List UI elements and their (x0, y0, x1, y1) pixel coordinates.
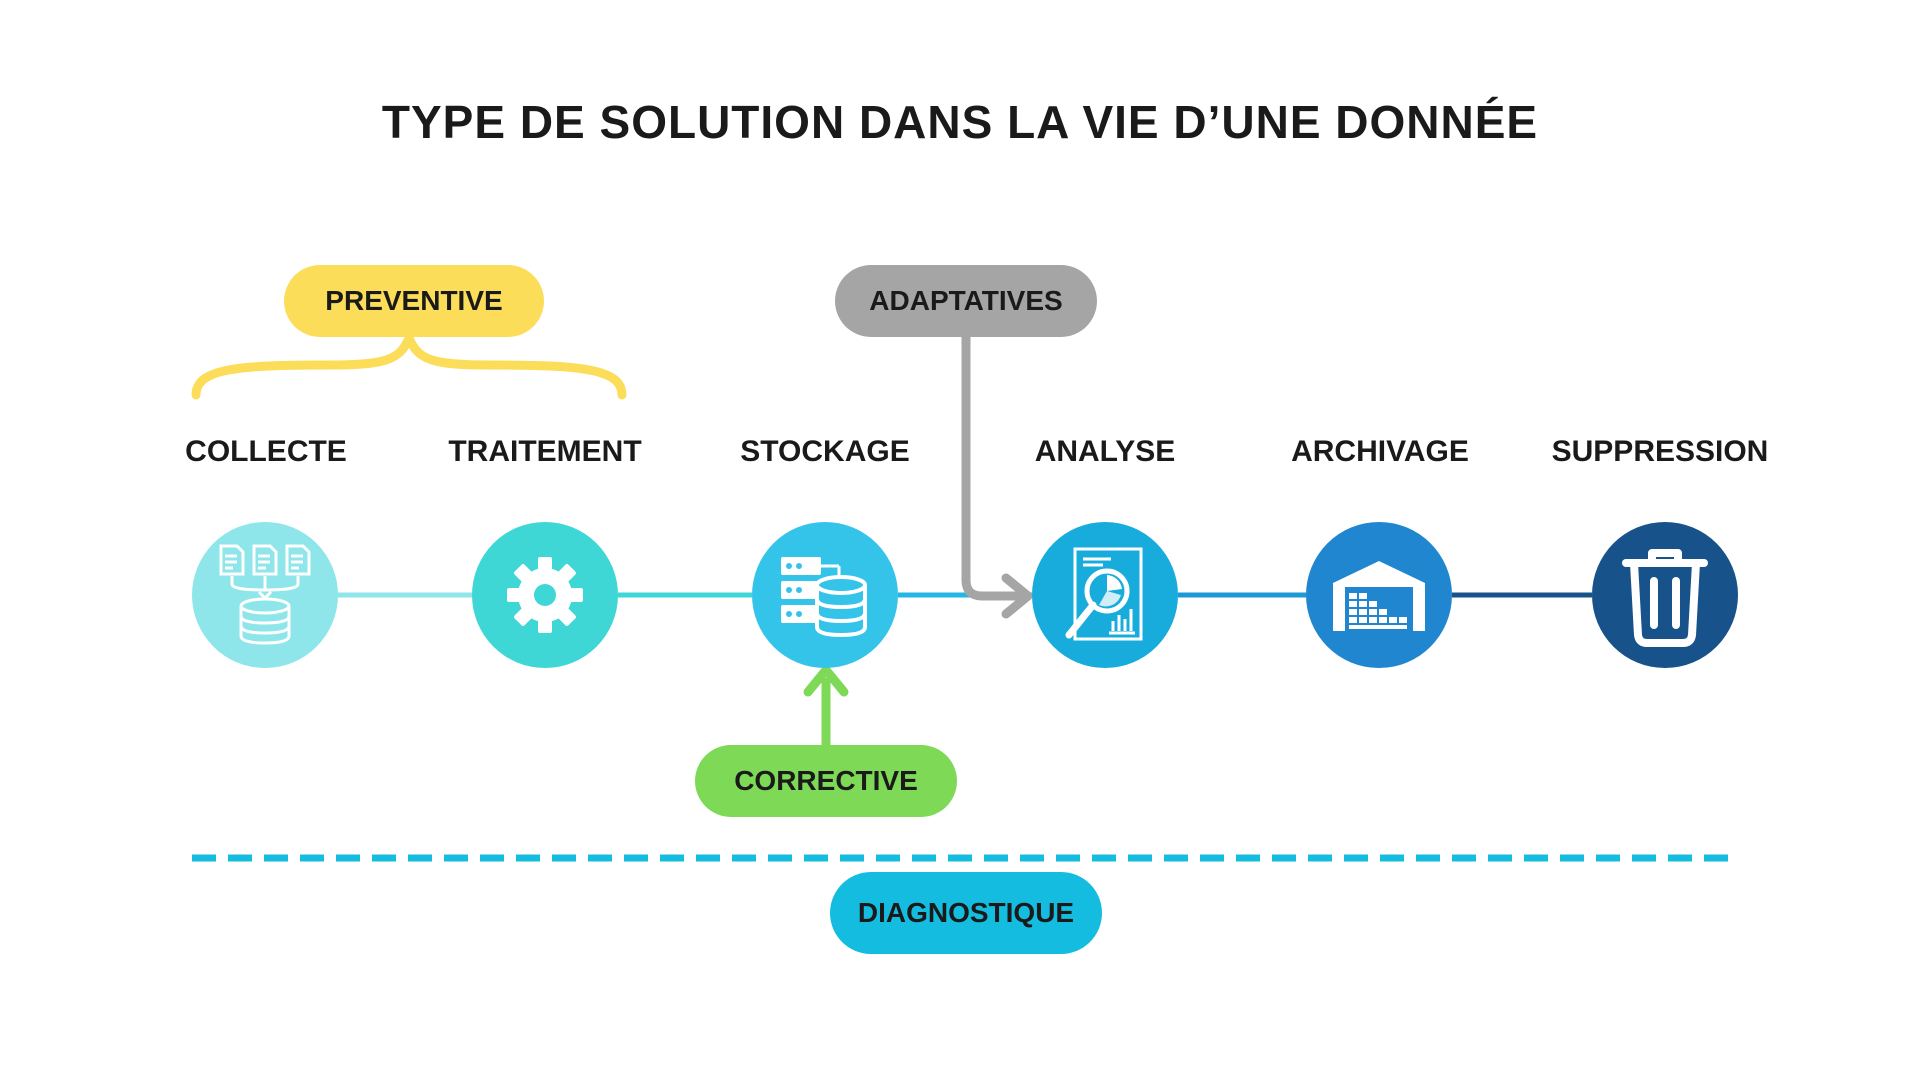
stage-label-analyse: ANALYSE (1034, 435, 1176, 468)
diagnostique-badge: DIAGNOSTIQUE (830, 872, 1102, 954)
documents-to-database-icon (219, 544, 311, 645)
preventive-brace (191, 326, 627, 400)
stage-label-stockage: STOCKAGE (740, 435, 910, 468)
report-magnifier-icon (1065, 547, 1143, 641)
adaptatives-arrow-head (1001, 573, 1033, 619)
corrective-arrow-head (803, 665, 849, 697)
stage-label-collecte: COLLECTE (185, 435, 347, 468)
stage-circle-archivage (1306, 522, 1452, 668)
page-title: TYPE DE SOLUTION DANS LA VIE D’UNE DONNÉ… (381, 96, 1539, 148)
corrective-badge: CORRECTIVE (695, 745, 957, 817)
stage-circle-collecte (192, 522, 338, 668)
gear-icon (507, 557, 583, 633)
server-database-icon (781, 557, 867, 638)
warehouse-icon (1333, 561, 1425, 631)
stage-circle-suppression (1592, 522, 1738, 668)
adaptatives-arrow (961, 332, 1029, 601)
trash-icon (1622, 549, 1708, 647)
preventive-badge: PREVENTIVE (284, 265, 544, 337)
stage-circle-analyse (1032, 522, 1178, 668)
stage-circle-stockage (752, 522, 898, 668)
stage-circle-traitement (472, 522, 618, 668)
stage-label-suppression: SUPPRESSION (1551, 435, 1769, 468)
adaptatives-badge: ADAPTATIVES (835, 265, 1097, 337)
stage-label-archivage: ARCHIVAGE (1291, 435, 1469, 468)
stage-label-traitement: TRAITEMENT (448, 435, 642, 468)
